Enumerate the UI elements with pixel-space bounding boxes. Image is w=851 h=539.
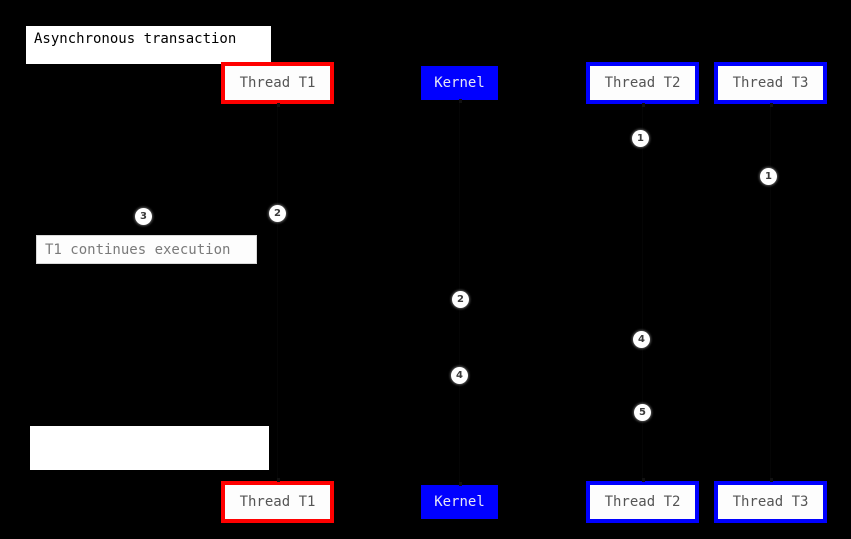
- lifeline-stub-kernel-top: [458, 99, 462, 103]
- step-badge-1-t3: 1: [760, 168, 777, 185]
- lifeline-stub-thread-t1-top: [276, 103, 280, 107]
- lifeline-stub-thread-t1-bottom: [276, 478, 280, 482]
- step-badge-1-t2: 1: [632, 130, 649, 147]
- lifeline-stub-kernel-bottom: [458, 482, 462, 486]
- participant-label: Kernel: [434, 494, 485, 510]
- step-badge-4-kernel: 4: [451, 367, 468, 384]
- participant-thread-t3-top[interactable]: Thread T3: [714, 62, 827, 104]
- participant-label: Thread T1: [239, 494, 316, 510]
- participant-thread-t2-top[interactable]: Thread T2: [586, 62, 699, 104]
- note-t1-continues: T1 continues execution: [36, 235, 257, 264]
- participant-thread-t1-bottom[interactable]: Thread T1: [221, 481, 334, 523]
- participant-thread-t1-top[interactable]: Thread T1: [221, 62, 334, 104]
- lifeline-thread-t2: [642, 104, 643, 481]
- participant-label: Kernel: [434, 75, 485, 91]
- participant-label: Thread T2: [604, 75, 681, 91]
- step-badge-3-t1: 3: [135, 208, 152, 225]
- diagram-title: Asynchronous transaction: [26, 26, 271, 64]
- lifeline-stub-thread-t2-top: [641, 103, 645, 107]
- participant-label: Thread T1: [239, 75, 316, 91]
- step-badge-4-t2: 4: [633, 331, 650, 348]
- lifeline-stub-thread-t3-top: [769, 103, 773, 107]
- lifeline-thread-t3: [770, 104, 771, 481]
- step-badge-2-t1: 2: [269, 205, 286, 222]
- step-badge-5-t2: 5: [634, 404, 651, 421]
- participant-label: Thread T3: [732, 75, 809, 91]
- note-blank: [30, 426, 269, 470]
- participant-label: Thread T2: [604, 494, 681, 510]
- lifeline-stub-thread-t3-bottom: [769, 478, 773, 482]
- step-badge-2-kernel: 2: [452, 291, 469, 308]
- participant-thread-t3-bottom[interactable]: Thread T3: [714, 481, 827, 523]
- lifeline-thread-t1: [277, 104, 278, 481]
- participant-label: Thread T3: [732, 494, 809, 510]
- note-label: T1 continues execution: [45, 241, 231, 258]
- participant-kernel-top[interactable]: Kernel: [421, 66, 498, 100]
- lifeline-stub-thread-t2-bottom: [641, 478, 645, 482]
- participant-kernel-bottom[interactable]: Kernel: [421, 485, 498, 519]
- participant-thread-t2-bottom[interactable]: Thread T2: [586, 481, 699, 523]
